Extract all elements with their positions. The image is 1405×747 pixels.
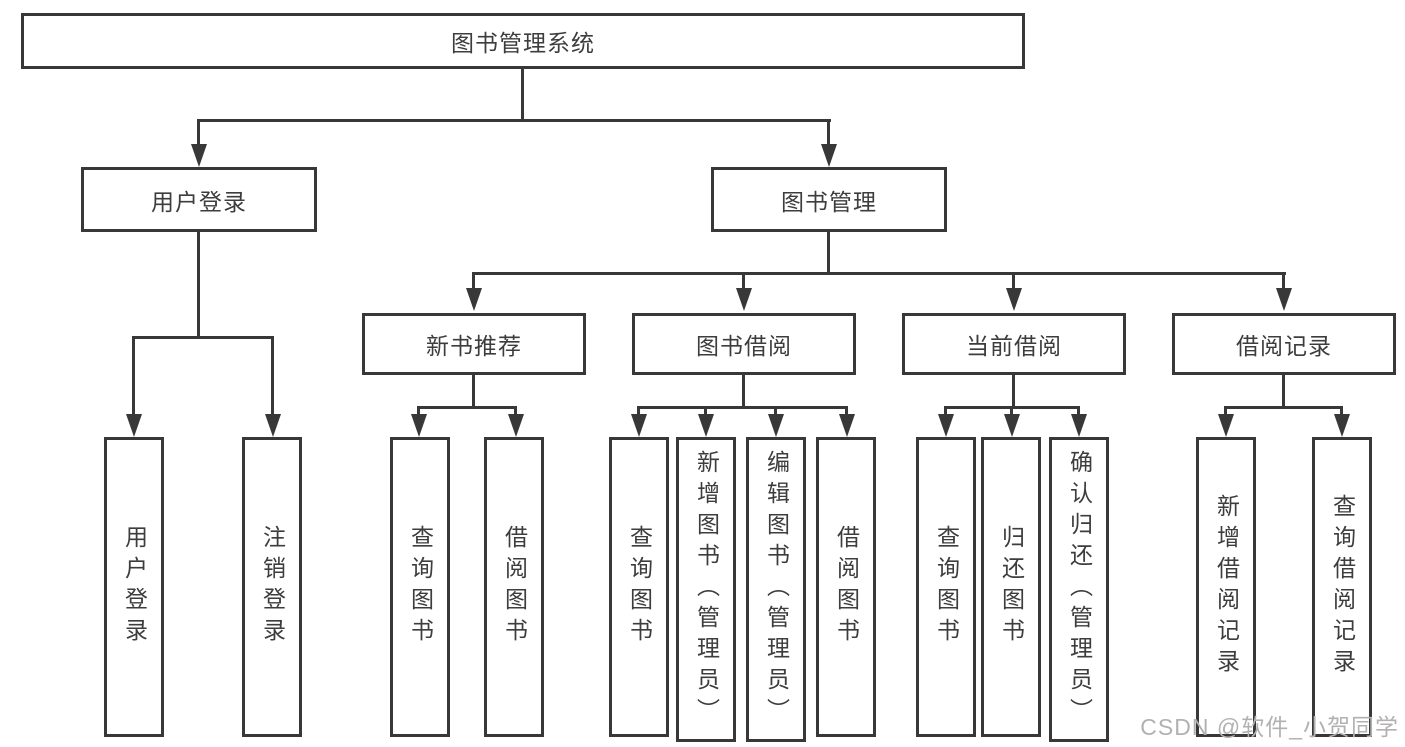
leaf-logout: 注销登录 <box>242 437 302 737</box>
leaf-user-login: 用户登录 <box>104 437 164 737</box>
arrowhead-icon <box>631 414 647 437</box>
connector-vline <box>472 375 475 409</box>
connector-vline <box>271 336 274 416</box>
connector-hline <box>472 272 1286 275</box>
connector-hline <box>417 406 517 409</box>
arrowhead-icon <box>821 144 837 167</box>
node-borrow-record: 借阅记录 <box>1172 313 1396 375</box>
connector-vline <box>1010 406 1013 416</box>
connector-vline <box>1012 272 1015 290</box>
arrowhead-icon <box>1071 414 1087 437</box>
arrowhead-icon <box>1004 414 1020 437</box>
connector-vline <box>1224 406 1227 416</box>
node-user-login: 用户登录 <box>81 167 317 232</box>
connector-vline <box>845 406 848 416</box>
arrowhead-icon <box>839 414 855 437</box>
arrowhead-icon <box>466 288 482 311</box>
arrowhead-icon <box>126 414 142 437</box>
connector-hline <box>197 119 831 122</box>
leaf-add-book-admin: 新增图书（管理员） <box>676 437 736 742</box>
node-book-management: 图书管理 <box>711 167 947 232</box>
node-new-book-recommend: 新书推荐 <box>362 313 586 375</box>
connector-vline <box>1012 375 1015 409</box>
connector-vline <box>944 406 947 416</box>
connector-hline <box>637 406 848 409</box>
leaf-query-books-2: 查询图书 <box>609 437 669 737</box>
arrowhead-icon <box>1006 288 1022 311</box>
leaf-borrow-books-1: 借阅图书 <box>484 437 544 737</box>
node-current-borrow: 当前借阅 <box>902 313 1126 375</box>
connector-vline <box>742 272 745 290</box>
connector-vline <box>417 406 420 416</box>
leaf-edit-book-admin: 编辑图书（管理员） <box>746 437 806 742</box>
arrowhead-icon <box>768 414 784 437</box>
connector-vline <box>742 375 745 409</box>
leaf-borrow-books-2: 借阅图书 <box>816 437 876 737</box>
connector-hline <box>1224 406 1343 409</box>
connector-vline <box>514 406 517 416</box>
arrowhead-icon <box>508 414 524 437</box>
arrowhead-icon <box>938 414 954 437</box>
arrowhead-icon <box>411 414 427 437</box>
arrowhead-icon <box>191 144 207 167</box>
connector-vline <box>827 119 830 147</box>
node-book-borrow: 图书借阅 <box>632 313 856 375</box>
arrowhead-icon <box>1218 414 1234 437</box>
connector-vline <box>1282 375 1285 409</box>
connector-vline <box>827 232 830 275</box>
csdn-watermark: CSDN @软件_小贺同学 <box>1140 714 1399 740</box>
leaf-query-borrow-record: 查询借阅记录 <box>1312 437 1372 737</box>
connector-vline <box>1340 406 1343 416</box>
connector-vline <box>704 406 707 416</box>
connector-hline <box>132 336 274 339</box>
node-root: 图书管理系统 <box>21 13 1025 69</box>
leaf-query-books-1: 查询图书 <box>390 437 450 737</box>
connector-vline <box>132 336 135 416</box>
connector-vline <box>1077 406 1080 416</box>
leaf-return-book: 归还图书 <box>981 437 1041 737</box>
leaf-add-borrow-record: 新增借阅记录 <box>1196 437 1256 737</box>
arrowhead-icon <box>1334 414 1350 437</box>
connector-vline <box>472 272 475 290</box>
arrowhead-icon <box>736 288 752 311</box>
connector-vline <box>1282 272 1285 290</box>
connector-vline <box>521 69 524 121</box>
arrowhead-icon <box>698 414 714 437</box>
arrowhead-icon <box>1276 288 1292 311</box>
leaf-confirm-return-admin: 确认归还（管理员） <box>1049 437 1109 742</box>
leaf-query-books-3: 查询图书 <box>916 437 976 737</box>
connector-vline <box>637 406 640 416</box>
connector-vline <box>197 232 200 339</box>
connector-vline <box>774 406 777 416</box>
connector-vline <box>197 119 200 147</box>
arrowhead-icon <box>265 414 281 437</box>
